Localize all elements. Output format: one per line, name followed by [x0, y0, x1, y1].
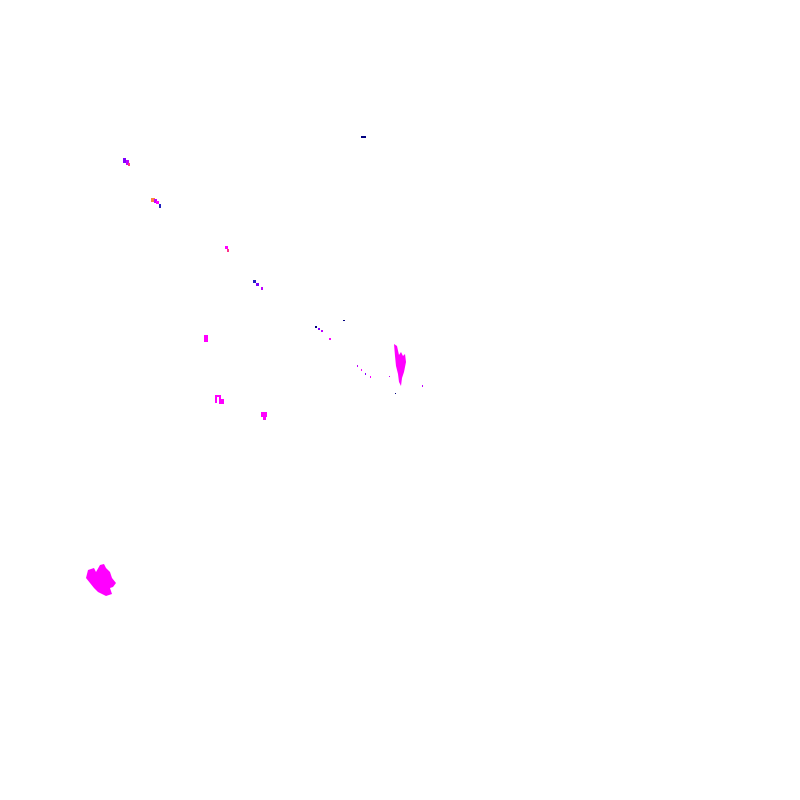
speck-cluster-4 [253, 280, 263, 290]
speck-cluster-1 [123, 158, 130, 166]
speck-cluster-5 [204, 335, 208, 342]
speck-cluster-7 [261, 412, 267, 420]
speck-dash-top [361, 136, 366, 138]
speck-streak [394, 344, 406, 386]
speck-cluster-3 [225, 246, 229, 252]
speck-cluster-6 [215, 395, 224, 404]
speck-trail [315, 320, 423, 394]
speck-blob-large [86, 564, 116, 596]
speck-cluster-2 [151, 198, 161, 208]
